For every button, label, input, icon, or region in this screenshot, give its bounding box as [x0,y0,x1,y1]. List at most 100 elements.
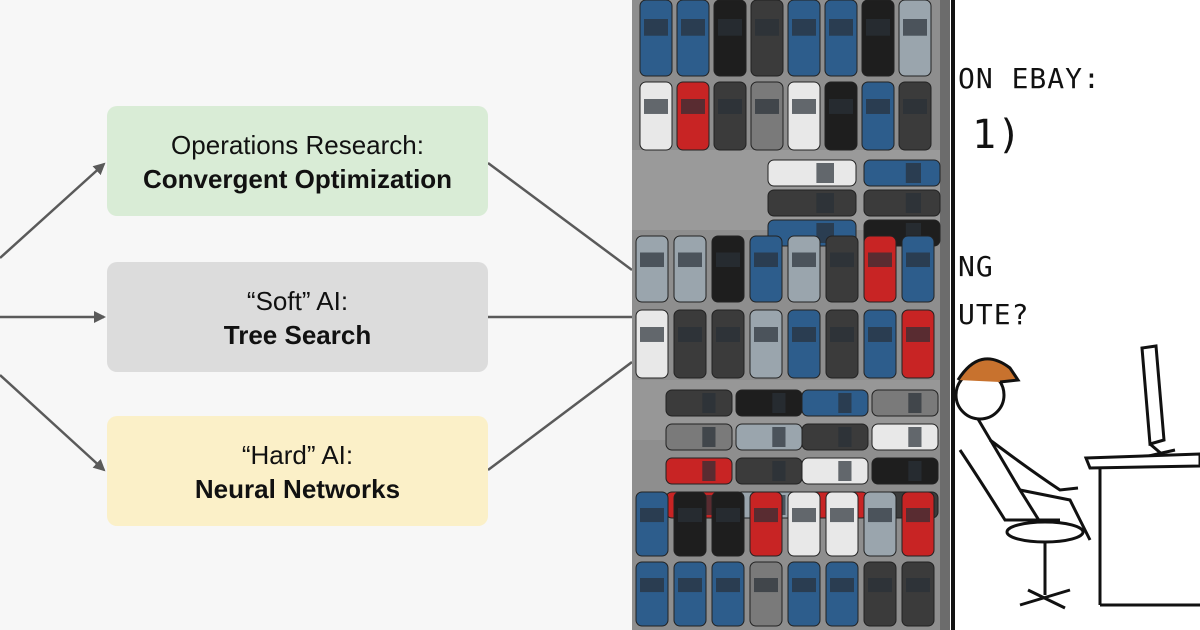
car-windshield [792,508,816,523]
chair-icon [958,449,1085,610]
car-windshield [905,193,921,213]
car-windshield [754,508,778,523]
car [713,0,747,77]
car-windshield [640,327,664,342]
car-windshield [830,327,854,342]
car-windshield [644,19,668,36]
car-windshield [906,327,930,342]
car [711,235,745,303]
car-windshield [640,252,664,268]
comic-text-line-4: UTE? [958,298,1030,331]
soft-ai-label: “Soft” AI: [246,286,349,316]
car [711,561,745,627]
car [825,491,859,557]
car-windshield [792,327,816,342]
car [711,491,745,557]
arrow-to-operations-research [0,162,106,259]
car [750,0,784,77]
car-windshield [716,508,740,523]
car-windshield [640,508,664,523]
neural-networks-label: Neural Networks [194,474,401,504]
car-windshield [908,427,922,447]
parking-lot-illustration [632,0,950,630]
car [901,491,935,557]
car-windshield [702,393,716,413]
car-windshield [772,393,786,413]
car [901,561,935,627]
car [749,309,783,379]
car-windshield [792,19,816,36]
car [898,0,932,77]
car-windshield [640,578,664,593]
comic-text-line-3: NG [958,250,994,283]
car-windshield [906,578,930,593]
car-windshield [678,508,702,523]
car-windshield [830,252,854,268]
car [635,309,669,379]
car [825,309,859,379]
car [825,561,859,627]
desk-icon [1083,452,1200,607]
comic-drawing [951,0,1200,630]
car-windshield [908,393,922,413]
car [787,491,821,557]
car-windshield [792,578,816,593]
car-windshield [772,461,786,481]
car-windshield [830,508,854,523]
car [863,491,897,557]
car [863,561,897,627]
car-windshield [829,99,853,114]
car [735,389,803,417]
diagram-arrows [0,161,632,472]
hard-ai-label: “Hard” AI: [241,440,354,470]
car [639,81,673,151]
car [824,81,858,151]
car [711,309,745,379]
car [665,423,733,451]
car [871,389,939,417]
car [635,235,669,303]
soft-ai-box: “Soft” AI: Tree Search [107,262,488,372]
car-windshield [868,327,892,342]
car-windshield [716,252,740,268]
car [665,457,733,485]
car [824,0,858,77]
car-windshield [906,508,930,523]
car-windshield [868,252,892,268]
hard-ai-box: “Hard” AI: Neural Networks [107,416,488,526]
car [673,561,707,627]
car [801,389,869,417]
car-windshield [702,461,716,481]
car-windshield [838,461,852,481]
car-windshield [868,508,892,523]
car-windshield [702,427,716,447]
diagram-panel: Operations Research: Convergent Optimiza… [0,106,632,526]
car [863,189,941,217]
car [801,423,869,451]
car-windshield [754,327,778,342]
stick-figure-icon [954,357,1092,541]
operations-research-box: Operations Research: Convergent Optimiza… [107,106,488,216]
car [787,81,821,151]
car-windshield [754,578,778,593]
car-windshield [868,578,892,593]
car-windshield [644,99,668,114]
car-windshield [816,163,834,183]
car-windshield [716,578,740,593]
car-windshield [908,461,922,481]
car [639,0,673,77]
line-from-operations-research [487,161,632,272]
car [787,235,821,303]
car [735,423,803,451]
car [825,235,859,303]
car [749,235,783,303]
tree-search-label: Tree Search [223,320,372,350]
line-from-hard-ai [487,361,632,471]
car-windshield [906,252,930,268]
car-windshield [866,19,890,36]
car [901,309,935,379]
car-windshield [718,19,742,36]
car-windshield [755,19,779,36]
car [673,309,707,379]
car [801,457,869,485]
